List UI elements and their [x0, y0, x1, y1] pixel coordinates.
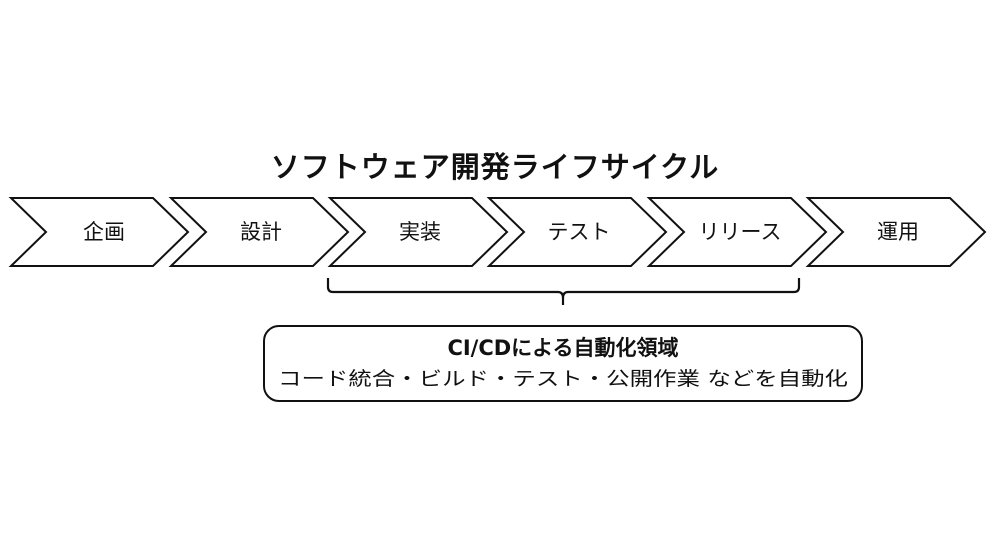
- step-chevron: [327, 197, 509, 267]
- step-chevron: [8, 197, 190, 267]
- cicd-scope-brace: [326, 278, 801, 300]
- step-chevron: [646, 197, 828, 267]
- step-chevron: [805, 197, 987, 267]
- diagram-title: ソフトウェア開発ライフサイクル: [271, 150, 720, 184]
- step-企画: 企画: [8, 197, 190, 267]
- step-chevron: [168, 197, 350, 267]
- step-label: リリース: [699, 220, 782, 244]
- step-実装: 実装: [327, 197, 509, 267]
- step-label: 実装: [399, 220, 441, 244]
- step-label: 運用: [877, 220, 919, 244]
- step-リリース: リリース: [646, 197, 828, 267]
- step-label: 設計: [240, 220, 282, 244]
- step-label: テスト: [548, 220, 611, 244]
- step-label: 企画: [83, 220, 125, 244]
- cicd-box-heading: CI/CDによる自動化領域: [447, 336, 678, 360]
- cicd-box-description: コード統合・ビルド・テスト・公開作業 などを自動化: [278, 368, 848, 390]
- step-テスト: テスト: [486, 197, 668, 267]
- step-chevron: [486, 197, 668, 267]
- cicd-box: CI/CDによる自動化領域 コード統合・ビルド・テスト・公開作業 などを自動化: [263, 325, 863, 402]
- step-運用: 運用: [805, 197, 987, 267]
- cicd-box-frame: [263, 325, 863, 402]
- step-設計: 設計: [168, 197, 350, 267]
